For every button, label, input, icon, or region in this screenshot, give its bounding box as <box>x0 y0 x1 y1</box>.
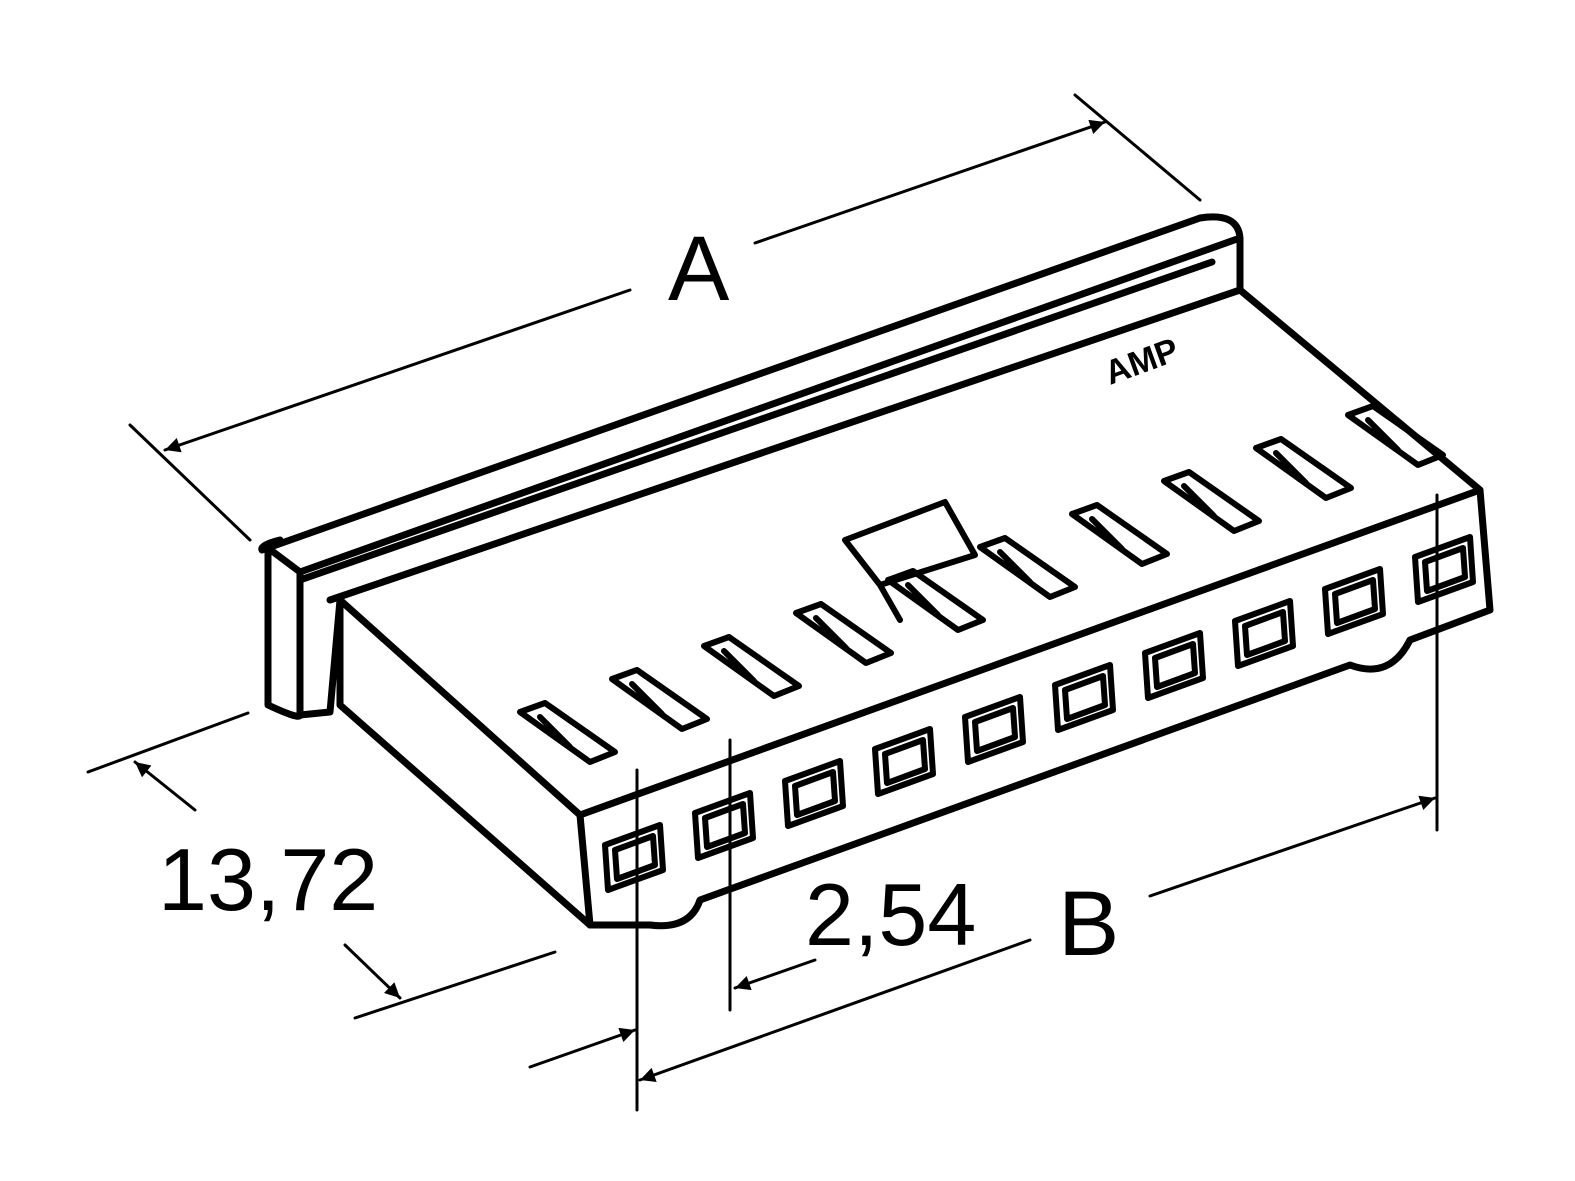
dimension-depth-label: 13,72 <box>158 830 378 929</box>
top-slot <box>701 634 802 699</box>
dimension-a: A <box>128 93 1202 542</box>
top-slot <box>609 667 710 732</box>
latch <box>842 499 978 623</box>
dimension-b: B <box>635 493 1439 1112</box>
top-slot <box>1253 436 1354 501</box>
top-slot <box>977 535 1078 600</box>
front-cavity <box>872 726 936 797</box>
dimension-depth: 13,72 <box>86 711 557 1020</box>
front-cavity <box>1322 566 1386 637</box>
front-cavity <box>1412 534 1476 605</box>
top-rail <box>258 213 1244 720</box>
top-slot <box>1069 502 1170 567</box>
dimension-pitch-label: 2,54 <box>805 865 976 964</box>
connector-housing <box>258 213 1494 930</box>
top-slot <box>793 601 894 666</box>
amp-logo: AMP <box>1100 331 1184 393</box>
dimension-pitch: 2,54 <box>528 738 976 1069</box>
front-cavity <box>602 822 666 893</box>
front-cavity <box>962 694 1026 765</box>
front-cavity <box>692 790 756 861</box>
top-slot <box>1161 469 1262 534</box>
top-slot <box>885 568 986 633</box>
top-slots <box>517 403 1446 765</box>
front-cavity <box>1232 598 1296 669</box>
top-slot <box>1345 403 1446 468</box>
front-cavity <box>1052 662 1116 733</box>
top-slot <box>517 700 618 765</box>
dimension-b-label: B <box>1058 873 1119 975</box>
front-cavity <box>1142 630 1206 701</box>
front-cavities <box>602 534 1476 893</box>
dimension-a-label: A <box>668 218 730 320</box>
body-right-edge <box>576 286 1494 930</box>
front-cavity <box>782 758 846 829</box>
